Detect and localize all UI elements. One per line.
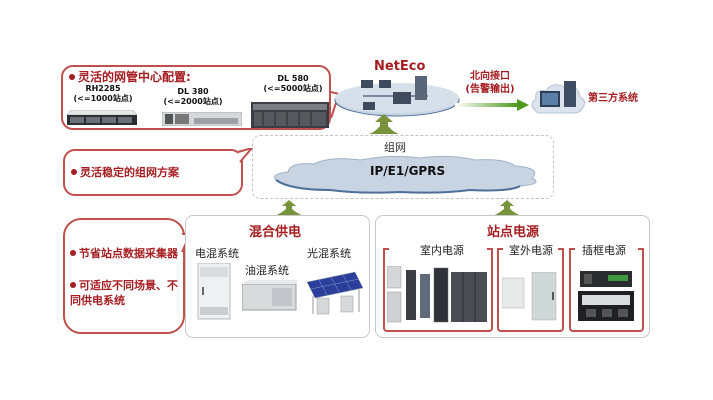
third-party-label: 第三方系统 xyxy=(588,93,638,104)
solar-hybrid-panel-image xyxy=(306,271,363,315)
arrow-up-sitepower-to-network xyxy=(489,200,525,217)
subrack-power-bracket xyxy=(569,248,644,332)
network-cloud-label: IP/E1/GPRS xyxy=(370,164,446,178)
subrack-power-label: 插框电源 xyxy=(580,242,628,258)
server-rh2285-image xyxy=(67,110,137,125)
indoor-power-label: 室内电源 xyxy=(418,242,466,258)
indoor-power-cabinets-image xyxy=(387,266,487,323)
nms-config-heading: 灵活的网管中心配置: xyxy=(69,70,191,85)
network-callout-pointer xyxy=(237,148,254,163)
computer-icon xyxy=(361,80,411,110)
collector-callout: 节省站点数据采集器 可适应不同场景、不同供电系统 xyxy=(63,218,185,334)
site-power-title: 站点电源 xyxy=(487,225,540,240)
hybrid-power-title: 混合供电 xyxy=(249,225,302,240)
nms-config-callout: 灵活的网管中心配置: RH2285 (<=1000站点) DL 380 (<=2… xyxy=(61,65,331,130)
subrack-power-units-image xyxy=(578,271,634,321)
server-dl580-image xyxy=(251,102,329,128)
arrow-up-hybrid-to-network xyxy=(271,200,307,217)
bullet-icon xyxy=(70,250,76,256)
bullet-icon xyxy=(70,282,76,288)
outdoor-power-bracket xyxy=(497,248,564,332)
hybrid-system-solar: 光混系统 xyxy=(307,247,351,260)
indoor-power-bracket xyxy=(383,248,493,332)
network-group-label: 组网 xyxy=(384,141,406,154)
neteco-title: NetEco xyxy=(374,59,426,74)
electric-hybrid-cabinet-image xyxy=(197,263,231,320)
northbound-label: 北向接口 (告警输出) xyxy=(465,71,515,95)
server-dl380-image xyxy=(162,112,242,126)
hybrid-system-diesel: 油混系统 xyxy=(245,264,289,277)
bullet-icon xyxy=(69,73,75,80)
network-callout: 灵活稳定的组网方案 xyxy=(63,149,243,196)
arrow-up-network-to-neteco xyxy=(369,114,399,134)
network-group-box xyxy=(252,135,554,199)
outdoor-power-label: 室外电源 xyxy=(507,242,555,258)
collector-item-1: 节省站点数据采集器 xyxy=(70,246,180,261)
outdoor-power-cabinets-image xyxy=(502,272,557,321)
hybrid-system-electric: 电混系统 xyxy=(195,247,239,260)
network-callout-text: 灵活稳定的组网方案 xyxy=(80,166,179,179)
network-cloud xyxy=(274,155,537,194)
neteco-platform xyxy=(334,76,460,117)
bullet-icon xyxy=(71,169,77,175)
diesel-hybrid-unit-image xyxy=(242,280,298,311)
server-label-rh2285: RH2285 (<=1000站点) xyxy=(73,84,133,103)
server-label-dl580: DL 580 (<=5000站点) xyxy=(263,74,323,93)
arrow-right-northbound xyxy=(455,99,529,111)
collector-item-2: 可适应不同场景、不同供电系统 xyxy=(70,279,178,307)
server-label-dl380: DL 380 (<=2000站点) xyxy=(163,87,223,106)
third-party-system-icon xyxy=(531,81,586,114)
